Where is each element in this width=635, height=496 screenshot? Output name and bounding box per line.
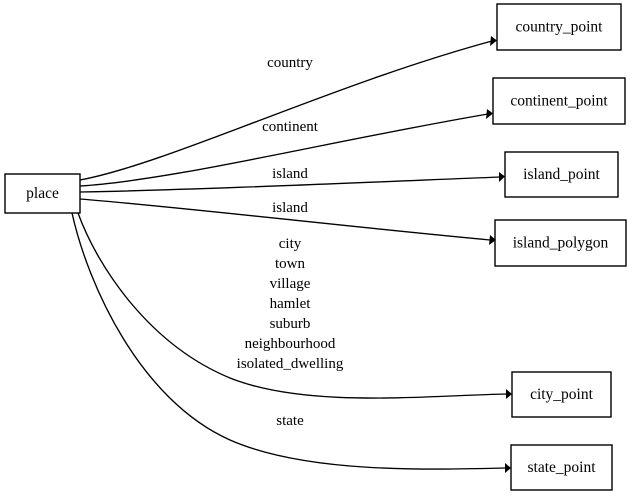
node-country-point-box [496,3,622,51]
edge-line-country [79,40,493,181]
edge-line-island-polygon [79,198,491,241]
edge-place-to-state-point[interactable] [71,212,511,473]
node-country-point[interactable]: country_point [496,3,622,51]
edge-label-city-line-4: suburb [270,316,311,332]
edge-label-city-line-1: town [275,256,306,272]
edge-label-city-line-0: city [279,236,302,252]
node-island-polygon-box [494,219,627,267]
edge-label-city-line-3: hamlet [270,296,312,312]
edge-label-city-line-2: village [270,276,311,292]
edge-label-city-group: city town village hamlet suburb neighbou… [237,236,344,372]
node-city-point-label: city_point [530,386,594,403]
node-state-point-label: state_point [527,459,596,476]
node-place-box [4,173,81,214]
arrowhead-continent [486,109,493,119]
node-island-point-box [504,151,619,198]
edge-line-city [77,212,507,399]
edge-label-country: country [267,55,313,71]
node-continent-point-label: continent_point [510,93,608,110]
node-country-point-label: country_point [516,19,604,36]
edge-label-city-line-5: neighbourhood [245,336,336,352]
edge-label-state: state [276,413,304,429]
node-state-point[interactable]: state_point [510,444,613,491]
arrowhead-island-polygon [489,235,496,245]
edge-line-island-point [79,176,501,193]
node-island-polygon-label: island_polygon [513,235,609,252]
arrowhead-island-point [499,172,505,182]
node-place-label: place [26,185,59,202]
edge-label-island-polygon: island [272,200,308,216]
arrowhead-country [490,36,497,46]
node-city-point-box [511,371,612,418]
edge-place-to-island-point[interactable] [79,172,505,193]
arrowhead-state [505,463,511,473]
node-state-point-box [510,444,613,491]
edge-place-to-country-point[interactable] [79,36,497,181]
edge-place-to-island-polygon[interactable] [79,198,496,245]
node-place[interactable]: place [4,173,81,214]
edge-place-to-continent-point[interactable] [79,109,493,187]
arrowhead-city [506,389,512,399]
node-island-point-label: island_point [523,166,600,183]
node-continent-point-box [492,77,626,125]
node-island-polygon[interactable]: island_polygon [494,219,627,267]
edge-line-state [71,212,506,470]
node-city-point[interactable]: city_point [511,371,612,418]
edge-label-city-line-6: isolated_dwelling [237,356,344,372]
node-continent-point[interactable]: continent_point [492,77,626,125]
edge-line-continent [79,113,489,187]
edge-place-to-city-point[interactable] [77,212,512,399]
edge-label-continent: continent [262,119,319,135]
node-island-point[interactable]: island_point [504,151,619,198]
edge-label-island-point: island [272,166,308,182]
